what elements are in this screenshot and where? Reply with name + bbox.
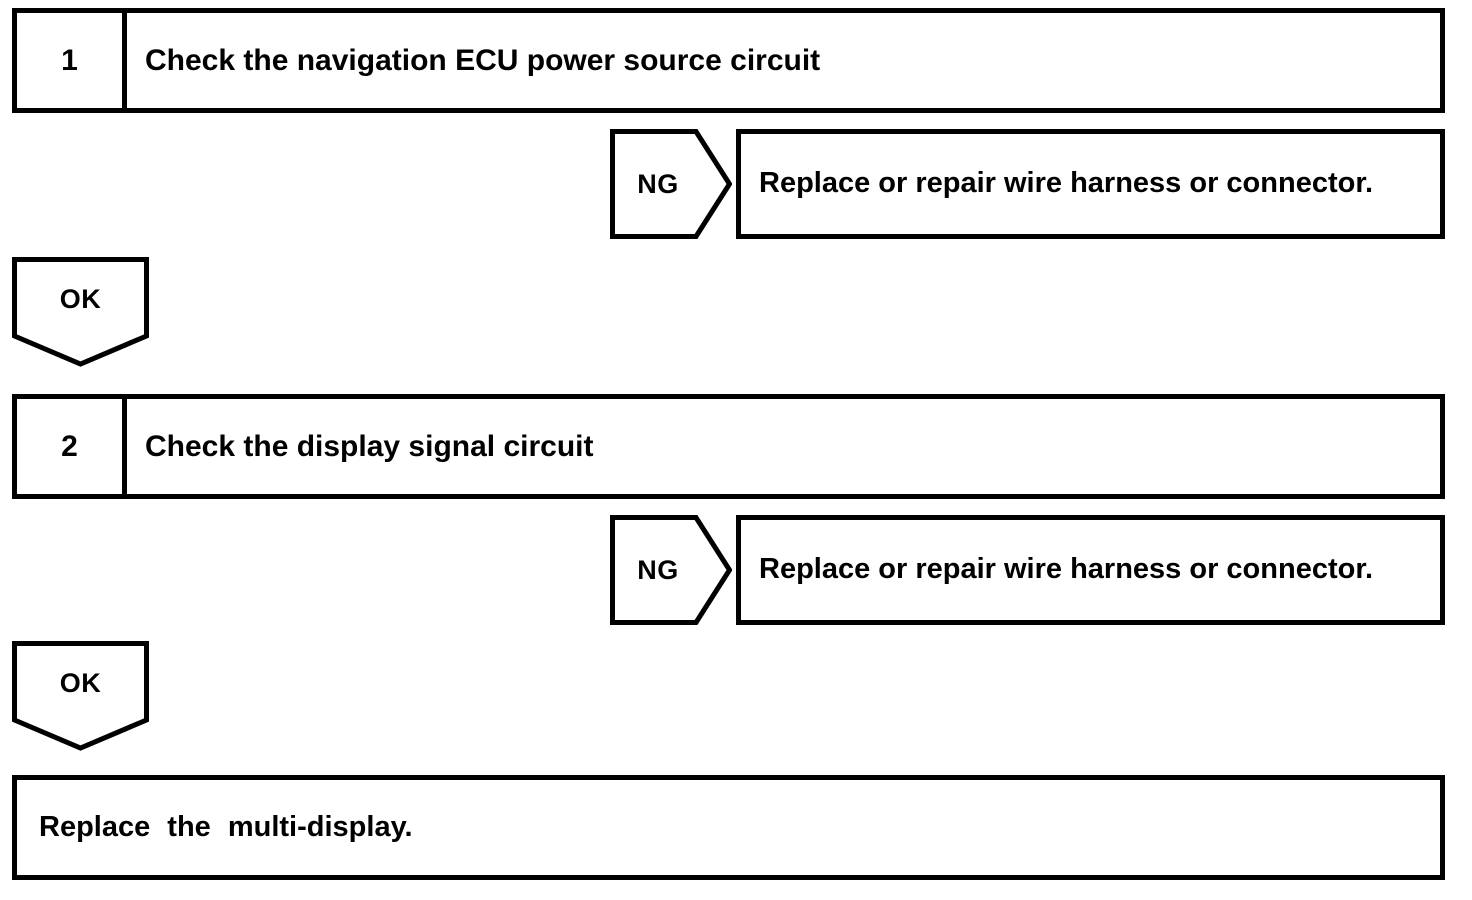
step-1-ok-arrow: OK [12,257,149,367]
step-1-ng-result: Replace or repair wire harness or connec… [736,129,1445,239]
step-2-box: 2 Check the display signal circuit [12,394,1445,499]
step-1-ng-label: NG [637,168,679,199]
step-1-title: Check the navigation ECU power source ci… [145,44,821,77]
step-2-title: Check the display signal circuit [145,430,594,463]
step-1-ok-label: OK [59,283,102,314]
step-2-ng-result: Replace or repair wire harness or connec… [736,515,1445,625]
step-2-number: 2 [17,399,127,494]
ok-pentagon-shape [12,257,149,367]
step-2-ng-arrow: NG [610,515,732,625]
final-result-box: Replace the multi-display. [12,775,1445,880]
step-2-ok-label: OK [59,667,102,698]
step-1-number: 1 [17,13,127,108]
ng-pentagon-shape [610,515,732,625]
step-2-ok-arrow: OK [12,641,149,751]
step-2-ng-label: NG [637,554,679,585]
ng-pentagon-shape [610,129,732,239]
step-1-ng-arrow: NG [610,129,732,239]
step-1-box: 1 Check the navigation ECU power source … [12,8,1445,113]
ok-pentagon-shape [12,641,149,751]
